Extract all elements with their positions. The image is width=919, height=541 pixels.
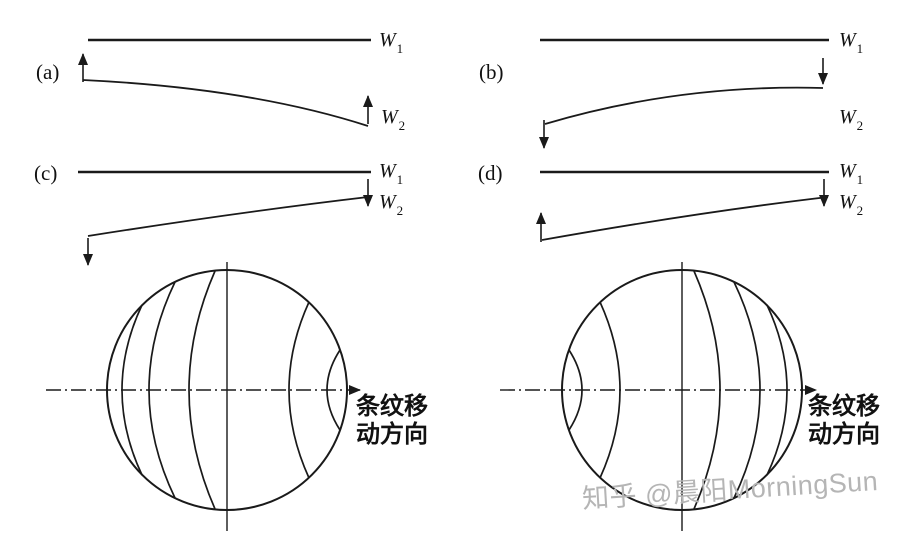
w2-label-c: W2 [379, 191, 404, 218]
fringe-direction-label-right: 条纹移 动方向 [808, 393, 880, 449]
panel-c-lines [78, 170, 373, 266]
fringe-line [148, 281, 176, 499]
w2-label-d: W2 [839, 191, 864, 218]
fringe-direction-line1: 条纹移 [808, 393, 880, 420]
fringe-circle-left [46, 262, 361, 531]
w2-label-a: W2 [381, 106, 406, 133]
panel-label-c: (c) [34, 161, 58, 185]
panel-d-lines [536, 170, 829, 242]
w2-wavefront-d [541, 196, 829, 241]
fringe-line [288, 301, 310, 479]
fringe-line [599, 301, 621, 479]
w1-label-a: W1 [379, 29, 404, 56]
fringe-direction-line2: 动方向 [356, 420, 428, 448]
w1-label-c: W1 [379, 160, 404, 187]
w1-label-d: W1 [839, 160, 864, 187]
w2-wavefront-c [87, 196, 369, 237]
fringe-line [326, 349, 341, 431]
fringe-direction-line1: 条纹移 [356, 393, 428, 420]
fringe-line [693, 270, 721, 510]
fringe-line [568, 349, 583, 431]
fringe-direction-label-left: 条纹移 动方向 [356, 393, 428, 449]
fringe-line [188, 270, 216, 510]
fringe-line [121, 304, 143, 476]
panel-b-lines [539, 38, 829, 149]
fringe-direction-line2: 动方向 [808, 420, 880, 448]
w1-label-b: W1 [839, 29, 864, 56]
aperture-circle-right [561, 269, 803, 511]
panel-a-lines [78, 38, 373, 127]
panel-label-a: (a) [36, 60, 60, 84]
aperture-circle-left [106, 269, 348, 511]
panel-label-b: (b) [479, 60, 504, 84]
panel-label-d: (d) [478, 161, 503, 185]
w2-wavefront-b [544, 86, 824, 125]
w2-wavefront-a [82, 79, 369, 127]
w2-label-b: W2 [839, 106, 864, 133]
fringe-circle-right [500, 262, 817, 531]
fringe-line [733, 281, 761, 499]
fringe-line [766, 304, 788, 476]
